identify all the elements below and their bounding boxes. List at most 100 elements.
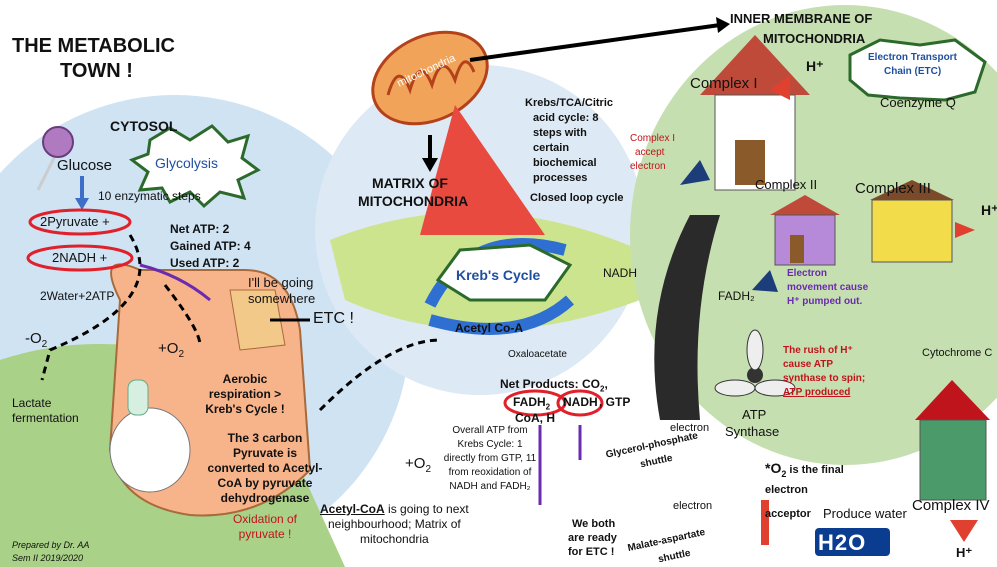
nadh-purple-arrow xyxy=(139,263,211,302)
used-atp-label: Used ATP: 2 xyxy=(170,256,240,270)
fadh2-etc-label: FADH₂ xyxy=(718,289,755,303)
lactate-dashed-arrow xyxy=(40,234,142,381)
oxaloacetate-label: Oxaloacetate xyxy=(508,349,567,360)
acetyl-next-line4: mitochondria xyxy=(360,532,429,546)
etc-cloud xyxy=(848,38,987,102)
inner-membrane-line1: INNER MEMBRANE OF xyxy=(730,11,873,26)
overall-line4: from reoxidation of xyxy=(448,467,532,478)
carbon-line4: CoA by pyruvate xyxy=(217,476,313,490)
glycolysis-label: Glycolysis xyxy=(155,155,219,171)
complex-i-house xyxy=(700,35,810,191)
cytosol-heading: CYTOSOL xyxy=(110,118,178,134)
acetyl-coa-label: Acetyl Co-A xyxy=(455,321,524,335)
o2-final-sub: 2 xyxy=(781,468,787,479)
going-line1: I'll be going xyxy=(248,275,314,290)
to-membrane-arrow xyxy=(469,23,721,62)
coa-h-label: CoA, H xyxy=(515,411,555,425)
h2o-badge xyxy=(815,528,890,556)
carbon-line3: converted to Acetyl- xyxy=(207,461,323,475)
oxidation-line1: Oxidation of xyxy=(232,512,298,526)
krebs-bullet-line3: steps with xyxy=(533,127,587,139)
carbon-line5: dehydrogenase xyxy=(220,491,310,505)
red-roof-triangle xyxy=(420,105,545,235)
to-membrane-arrowhead xyxy=(716,17,730,33)
road xyxy=(654,215,720,420)
overall-line2: Krebs Cycle: 1 xyxy=(457,439,523,450)
gained-atp-label: Gained ATP: 4 xyxy=(170,239,251,253)
plus-o2-sub: 2 xyxy=(178,349,184,360)
complex-iii-h-plus: H⁺ xyxy=(981,202,997,218)
lactate-line2: fermentation xyxy=(12,411,79,425)
krebs-bullet-line2: acid cycle: 8 xyxy=(533,112,599,124)
carbon-line1: The 3 carbon xyxy=(227,431,303,445)
fadh2-text: FADH xyxy=(513,395,546,409)
complex-ii-house xyxy=(770,195,840,266)
complex-i-h-plus: H⁺ xyxy=(806,58,824,74)
pyruvate-oval xyxy=(28,208,132,236)
matrix-heading-line2: MITOCHONDRIA xyxy=(358,193,469,209)
complex1-accept-line3: electron xyxy=(630,161,666,172)
rush-line1: The rush of H⁺ xyxy=(783,345,853,356)
credits-line2: Sem II 2019/2020 xyxy=(12,553,84,563)
water-atp-label: 2Water+2ATP xyxy=(40,289,115,303)
acetyl-next-rest: is going to next xyxy=(384,502,469,516)
glucose-arrowhead xyxy=(75,198,89,210)
mito-down-arrowhead xyxy=(422,158,438,172)
produce-water-label: Produce water xyxy=(823,506,907,521)
complex1-accept-line1: Complex I xyxy=(630,133,676,144)
krebs-cycle-arrow-bottom xyxy=(428,295,575,335)
rush-line4: ATP produced xyxy=(783,387,851,398)
o2-final-line4: acceptor xyxy=(765,508,811,520)
aerobic-dashed-arrow xyxy=(163,284,202,346)
fadh2-blue-arrowhead xyxy=(752,270,778,292)
electron-movement-line2: movement cause xyxy=(787,282,869,293)
krebs-starburst xyxy=(435,243,573,302)
krebs-bullet-line7: Closed loop cycle xyxy=(530,192,624,204)
acetyl-next-line3: neighbourhood; Matrix of xyxy=(328,517,461,531)
minus-o2-label: -O2 xyxy=(25,330,47,351)
carbon-line2: Pyruvate is xyxy=(232,446,298,460)
matrix-plus-o2-sub: 2 xyxy=(425,464,431,475)
nadh-oval xyxy=(26,244,134,272)
pyruvate-label: 2Pyruvate + xyxy=(40,214,110,229)
electron-movement-line1: Electron xyxy=(787,268,828,279)
net-atp-label: Net ATP: 2 xyxy=(170,222,230,236)
krebs-cycle-label: Kreb's Cycle xyxy=(456,267,541,283)
electron-movement-line3: H⁺ pumped out. xyxy=(787,296,863,307)
lactate-line1: Lactate xyxy=(12,396,52,410)
credits-line1: Prepared by Dr. AA xyxy=(12,540,90,550)
overall-line5: NADH and FADH₂ xyxy=(449,481,531,492)
complex-i-label: Complex I xyxy=(690,75,758,92)
rush-line3: synthase to spin; xyxy=(783,373,866,384)
o2-final-text: *O xyxy=(765,460,782,476)
nadh-blue-arrowhead xyxy=(680,160,710,185)
gtp-label: , GTP xyxy=(599,395,631,409)
page-title-line1: THE METABOLIC xyxy=(12,35,175,57)
etc-cloud-line2: Chain (ETC) xyxy=(884,66,942,77)
etc-cloud-line1: Electron Transport xyxy=(868,52,957,63)
fadh2-sub: 2 xyxy=(545,402,551,412)
page-title-line2: TOWN ! xyxy=(60,60,133,82)
plus-o2-label: +O2 xyxy=(158,340,184,361)
glucose-label: Glucose xyxy=(57,157,113,174)
complex-iv-house xyxy=(915,380,990,501)
nadh-matrix-label: NADH xyxy=(563,395,598,409)
plus-o2-text: +O xyxy=(158,340,179,357)
chimney xyxy=(229,289,286,351)
inner-membrane-line2: MITOCHONDRIA xyxy=(763,31,866,46)
etc-label: ETC ! xyxy=(313,310,354,327)
complex1-accept-line2: accept xyxy=(635,147,665,158)
oxidation-line2: pyruvate ! xyxy=(238,527,292,541)
net-products-text: Net Products: CO xyxy=(500,377,601,391)
complex-iv-h-plus: H⁺ xyxy=(956,545,973,560)
overall-line1: Overall ATP from xyxy=(452,425,528,436)
matrix-plus-o2-text: +O xyxy=(405,455,426,472)
aerobic-line1: Aerobic xyxy=(222,372,268,386)
krebs-bullet-line5: biochemical xyxy=(533,157,597,169)
complex-iv-label: Complex IV xyxy=(912,497,990,514)
complex-iii-h-arrowhead xyxy=(955,222,975,238)
complex-iii-house xyxy=(870,180,954,263)
net-products-label: Net Products: CO2, xyxy=(500,377,608,394)
o2-final-line3: electron xyxy=(765,484,808,496)
